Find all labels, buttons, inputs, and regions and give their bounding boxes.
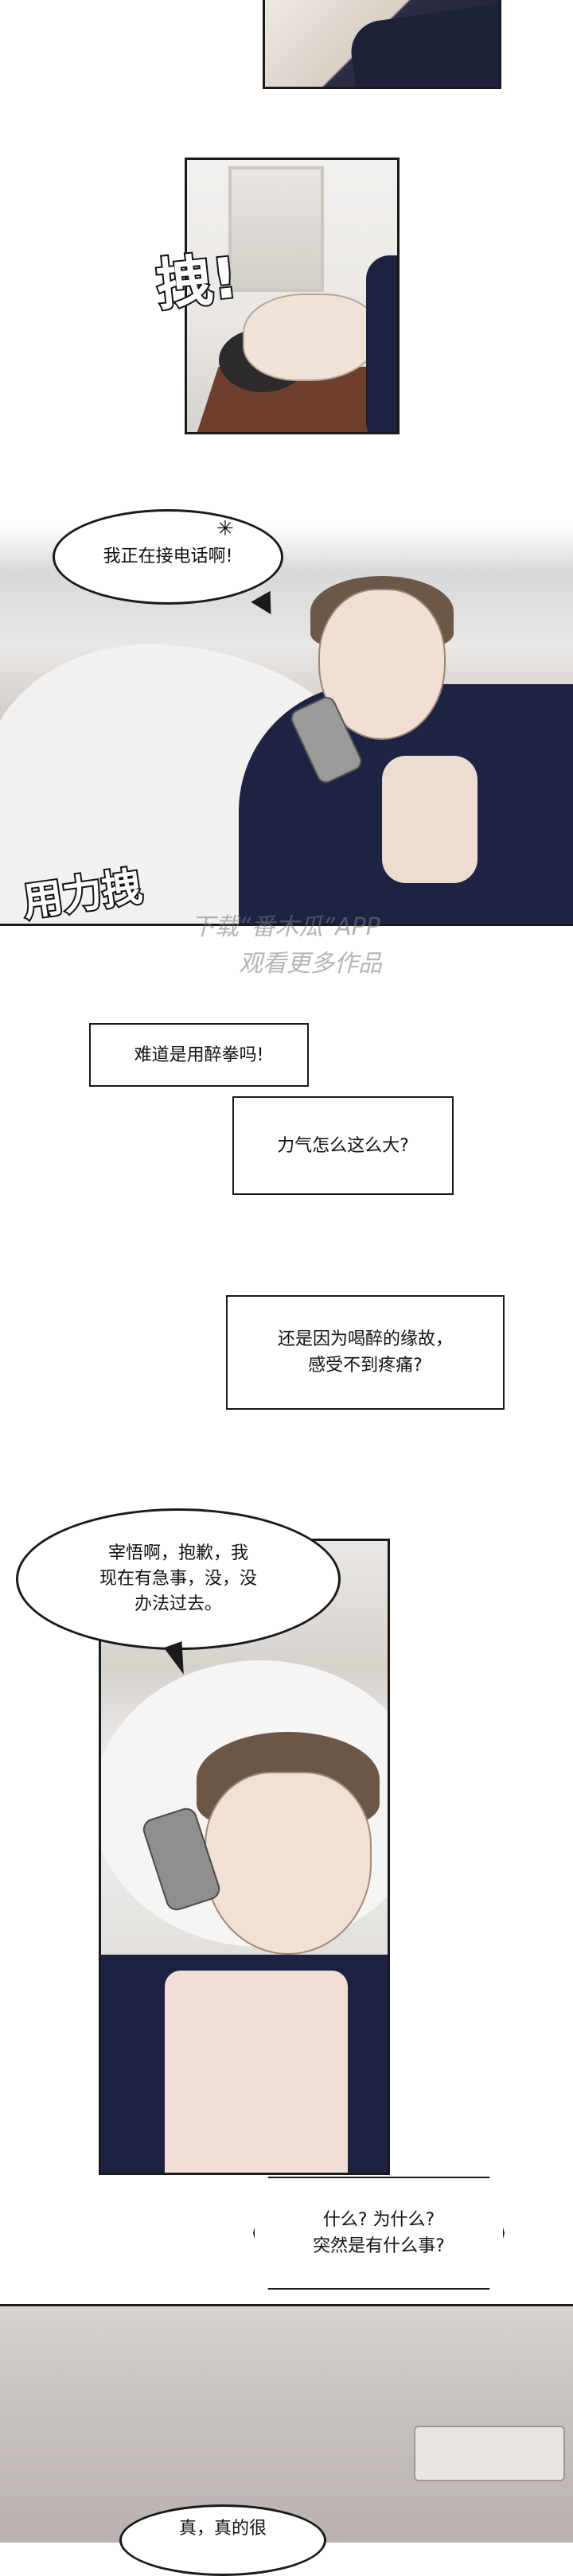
chest-illustration [382,756,477,883]
watermark-line-1: 下载“番木瓜”APP [191,913,380,941]
head-illustration [318,589,446,740]
air-conditioner-illustration [414,2426,565,2481]
caption-strength: 力气怎么这么大? [232,1096,454,1195]
sfx-yank: 拽! [152,243,243,320]
caption-text: 难道是用醉拳吗! [134,1045,264,1065]
speech-bubble-sorry: 宰悟啊，抱歉，我 现在有急事，没，没 办法过去。 [16,1508,341,1650]
speech-bubble-bottom: 真，真的很 [119,2504,326,2576]
speech-bubble-on-phone: 我正在接电话啊! [53,509,283,605]
hand-illustration [243,294,378,381]
bubble-text: 我正在接电话啊! [103,547,233,567]
manga-panel-1 [263,0,501,89]
wall-frame-illustration [228,166,324,292]
caption-drunk-fist: 难道是用醉拳吗! [89,1023,309,1087]
caption-text-line-1: 什么? 为什么? [322,2210,435,2230]
caption-what-why: 什么? 为什么? 突然是有什么事? [253,2177,505,2290]
manga-panel-5 [0,2304,573,2543]
caption-text-line-2: 突然是有什么事? [313,2236,445,2256]
bubble-text-line-2: 现在有急事，没，没 [99,1569,257,1590]
bubble-text-line-3: 办法过去。 [134,1593,222,1614]
bubble-text: 真，真的很 [178,2519,267,2539]
caption-text-line-2: 感受不到疼痛? [308,1356,423,1376]
shirt-illustration [347,2,499,87]
caption-pain: 还是因为喝醉的缘故， 感受不到疼痛? [226,1295,505,1410]
anger-mark-icon: ✳ [216,517,234,541]
manga-panel-3 [0,525,573,926]
sleeve-illustration [366,255,397,432]
watermark-line-2: 观看更多作品 [239,950,382,978]
bubble-text-line-1: 宰悟啊，抱歉，我 [107,1543,248,1564]
torso-illustration [165,1971,348,2173]
caption-text: 力气怎么这么大? [277,1135,409,1156]
face-illustration [205,1772,372,1955]
caption-text-line-1: 还是因为喝醉的缘故， [277,1329,453,1349]
manga-panel-2 [185,158,400,434]
